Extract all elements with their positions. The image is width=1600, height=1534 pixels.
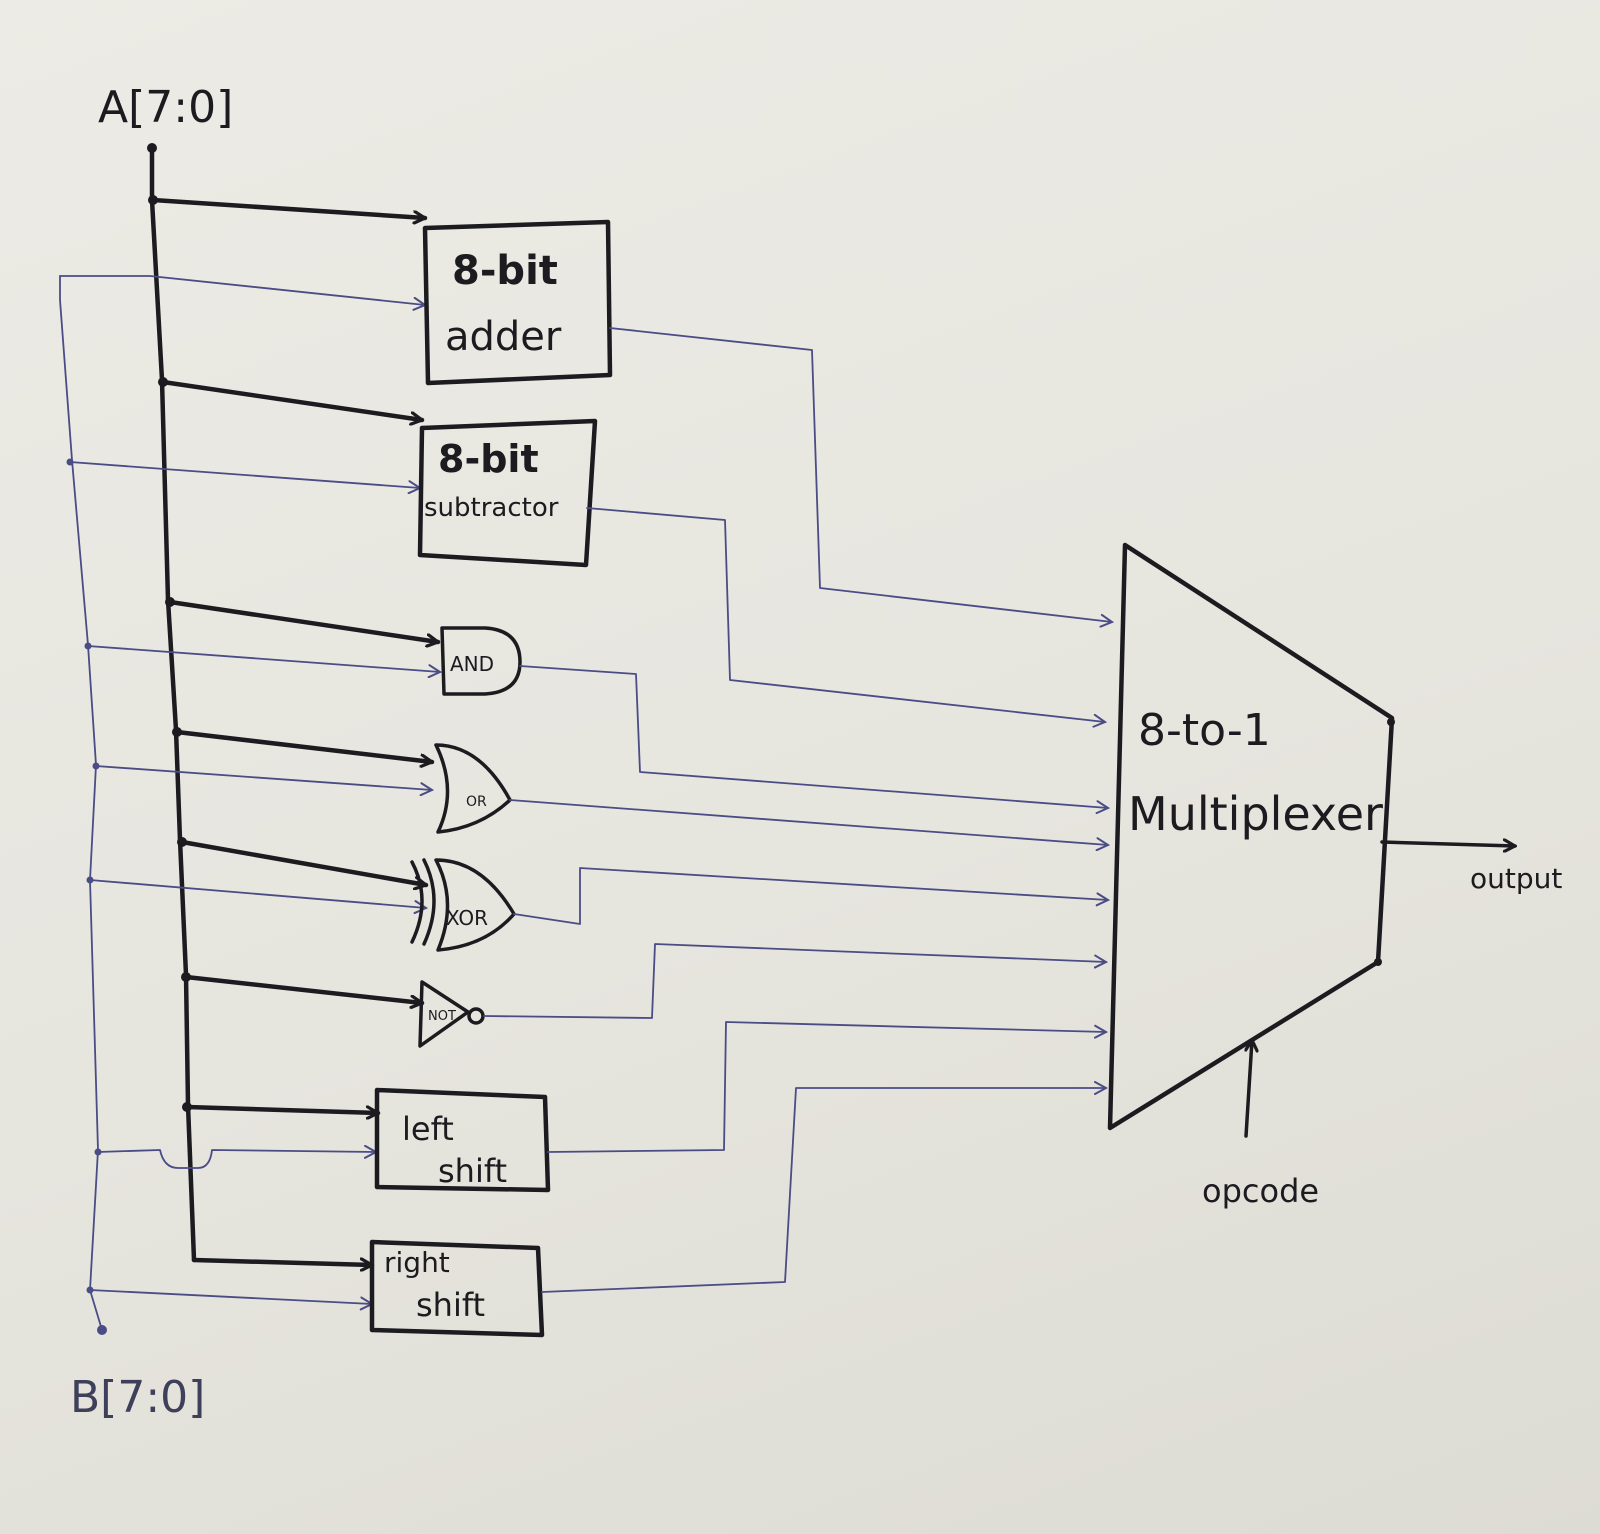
xor-gate-label: XOR bbox=[446, 906, 488, 930]
multiplexer: 8-to-1 Multiplexer bbox=[1107, 542, 1395, 1131]
not-gate: NOT bbox=[418, 980, 485, 1048]
output-line: output bbox=[1380, 842, 1562, 895]
adder-block: 8-bit adder bbox=[422, 219, 613, 386]
adder-label-line2: adder bbox=[445, 314, 562, 360]
right-shift-label-line1: right bbox=[384, 1246, 450, 1279]
left-shift-label-line1: left bbox=[402, 1110, 454, 1148]
right-shift-block: right shift bbox=[369, 1239, 545, 1338]
or-gate-label: OR bbox=[466, 794, 487, 810]
opcode-select: opcode bbox=[1202, 1040, 1319, 1210]
subtractor-block: 8-bit subtractor bbox=[417, 418, 598, 568]
and-gate-label: AND bbox=[450, 652, 494, 676]
xor-gate: XOR bbox=[410, 858, 516, 952]
left-shift-block: left shift bbox=[374, 1087, 551, 1193]
not-gate-label: NOT bbox=[428, 1009, 456, 1024]
bus-a bbox=[147, 143, 438, 1265]
input-b-label: B[7:0] bbox=[70, 1372, 205, 1423]
bus-b bbox=[59, 275, 440, 1335]
adder-label-line1: 8-bit bbox=[452, 248, 558, 294]
subtractor-label-line1: 8-bit bbox=[438, 437, 539, 481]
mux-input-wires bbox=[483, 327, 1112, 1293]
subtractor-label-line2: subtractor bbox=[424, 493, 559, 523]
output-label: output bbox=[1470, 862, 1562, 895]
opcode-label: opcode bbox=[1202, 1172, 1319, 1210]
or-gate: OR bbox=[434, 743, 512, 834]
left-shift-label-line2: shift bbox=[438, 1152, 507, 1190]
right-shift-label-line2: shift bbox=[416, 1286, 485, 1324]
input-a-label: A[7:0] bbox=[98, 82, 233, 133]
and-gate: AND bbox=[440, 626, 522, 696]
mux-label-line2: Multiplexer bbox=[1128, 787, 1383, 841]
mux-label-line1: 8-to-1 bbox=[1138, 705, 1271, 756]
